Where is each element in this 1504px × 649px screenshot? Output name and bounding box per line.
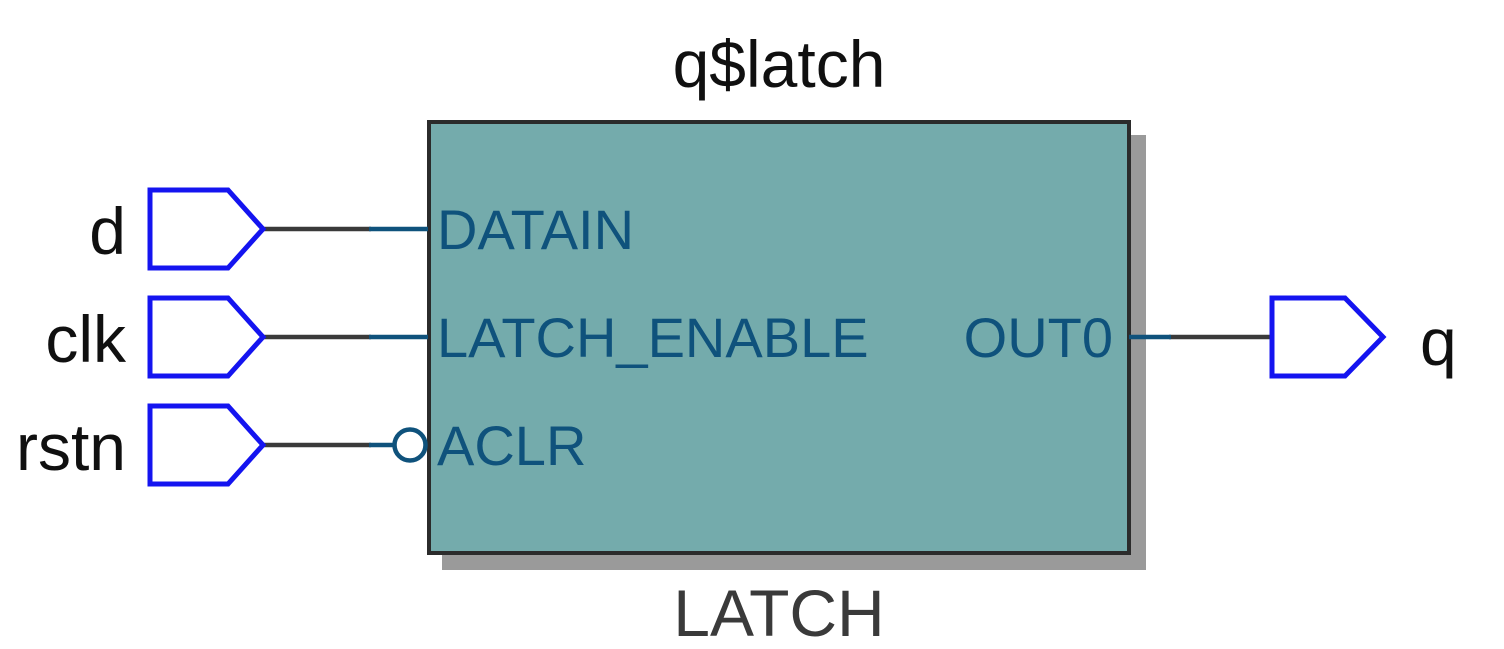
pin-label-aclr: ACLR [437, 414, 587, 477]
output-port-q-icon[interactable] [1269, 295, 1387, 379]
pin-label-out0: OUT0 [963, 306, 1113, 369]
port-label-rstn: rstn [15, 410, 126, 484]
input-port-d-icon[interactable] [147, 187, 267, 271]
input-port-clk-icon[interactable] [147, 295, 267, 379]
input-port-rstn-icon[interactable] [147, 403, 267, 487]
block-instance-name: q$latch [672, 27, 886, 101]
latch-block[interactable] [427, 120, 1131, 555]
port-label-q: q [1420, 305, 1457, 379]
port-label-clk: clk [45, 302, 126, 376]
pin-label-latch-enable: LATCH_ENABLE [437, 306, 869, 369]
block-type-label: LATCH [673, 576, 885, 649]
pin-label-datain: DATAIN [437, 198, 635, 261]
port-label-d: d [89, 194, 126, 268]
aclr-inverter-bubble-icon [392, 427, 428, 463]
